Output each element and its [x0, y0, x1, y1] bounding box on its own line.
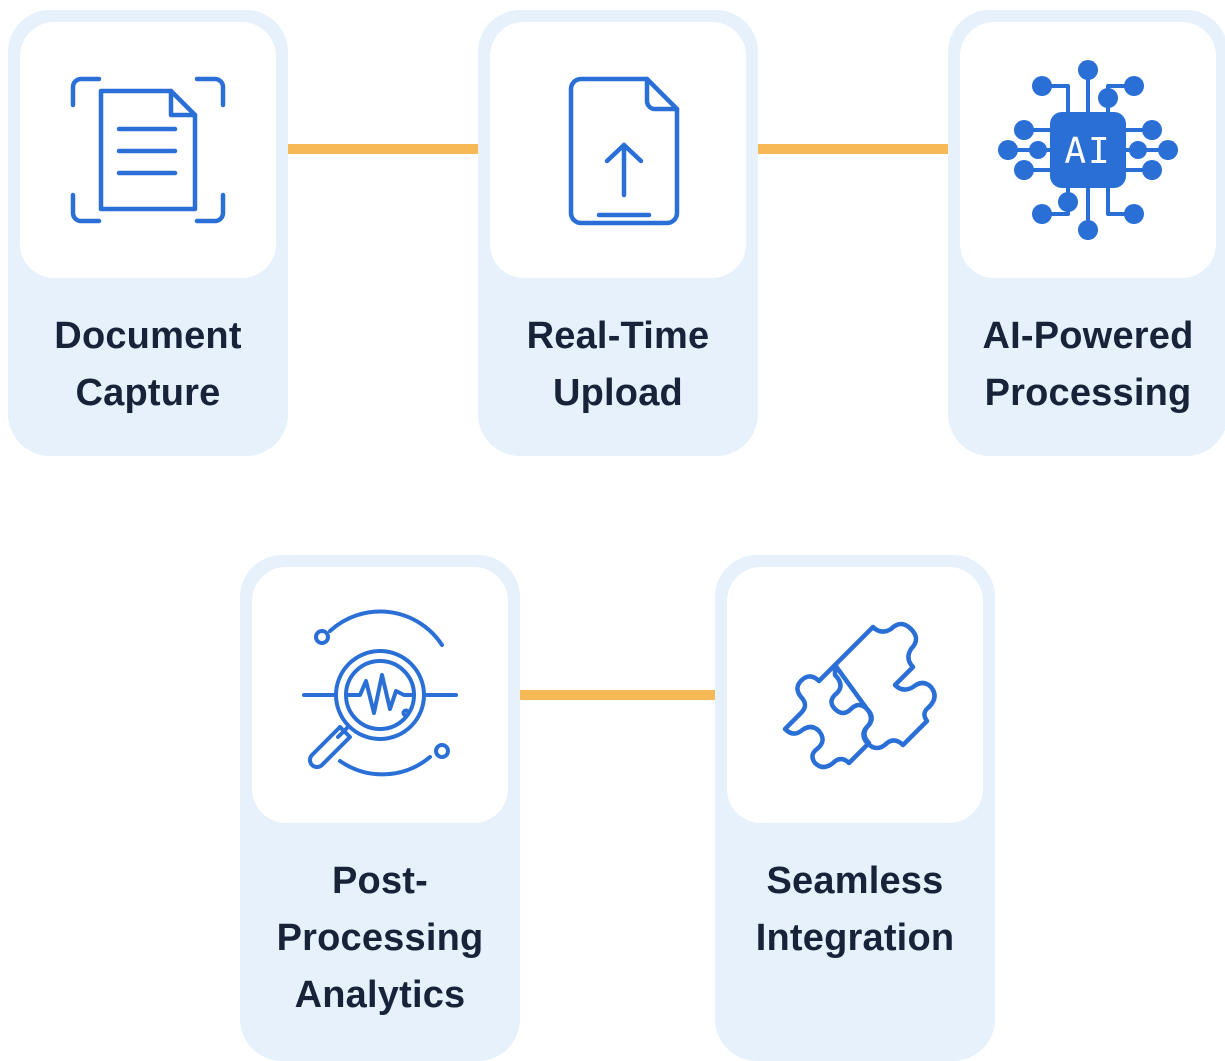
icon-tile [252, 567, 508, 823]
step-label: AI-Powered Processing [982, 315, 1194, 414]
step-card-document-capture: Document Capture [8, 10, 288, 456]
connector-capture-to-upload [280, 144, 485, 154]
step-label: Document Capture [54, 315, 242, 414]
connector-analytics-to-integration [515, 690, 725, 700]
document-scan-icon [70, 76, 226, 224]
step-card-post-processing-analytics: Post- Processing Analytics [240, 555, 520, 1061]
step-label: Real-Time Upload [526, 315, 710, 414]
file-upload-icon [568, 76, 680, 226]
step-label: Post- Processing Analytics [276, 860, 484, 1016]
step-card-ai-powered-processing: AI AI-Powered Processing [948, 10, 1225, 456]
icon-tile: AI [960, 22, 1216, 278]
step-card-real-time-upload: Real-Time Upload [478, 10, 758, 456]
ai-chip-icon: AI [998, 60, 1178, 240]
step-card-seamless-integration: Seamless Integration [715, 555, 995, 1061]
step-label: Seamless Integration [755, 860, 955, 959]
analytics-magnifier-icon [302, 609, 458, 777]
icon-tile [20, 22, 276, 278]
connector-upload-to-processing [750, 144, 955, 154]
puzzle-pieces-icon [782, 621, 937, 770]
ai-chip-text: AI [1064, 131, 1111, 172]
icon-tile [490, 22, 746, 278]
icon-tile [727, 567, 983, 823]
